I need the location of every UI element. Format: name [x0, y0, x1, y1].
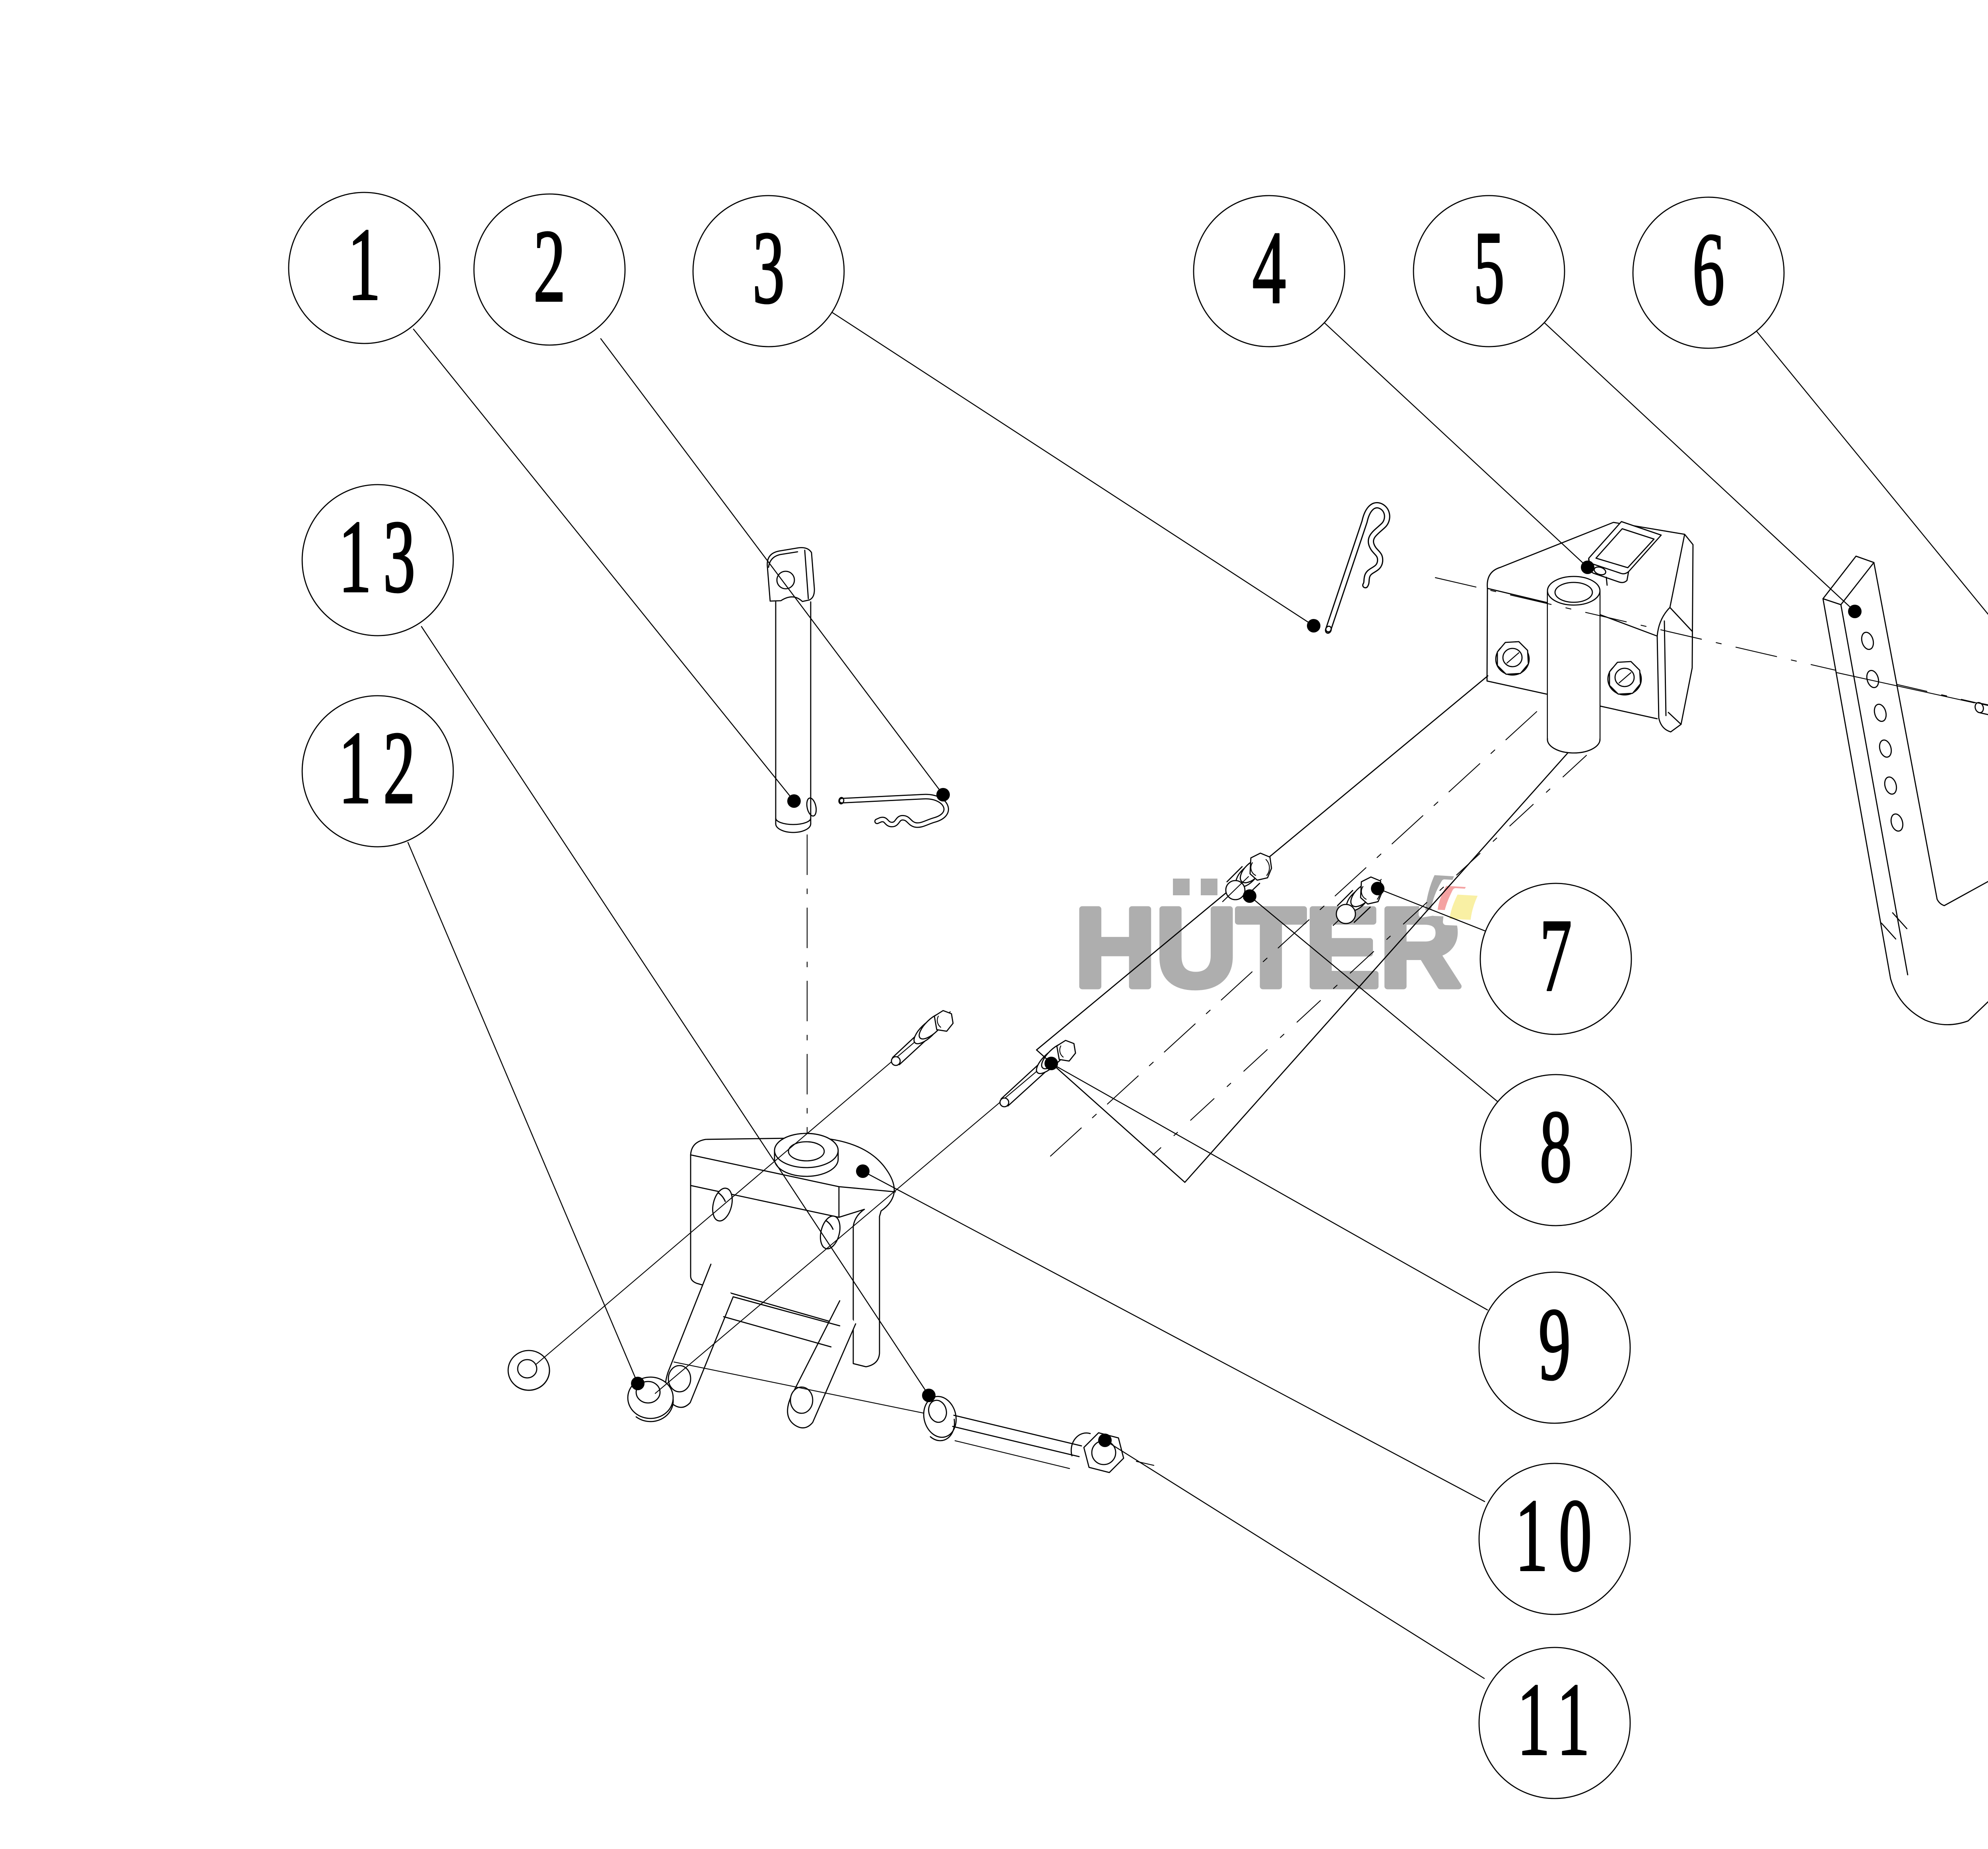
svg-text:8: 8: [1540, 1089, 1572, 1205]
svg-text:1: 1: [348, 207, 381, 322]
svg-text:2: 2: [533, 209, 565, 324]
svg-text:4: 4: [1252, 210, 1286, 325]
svg-text:1: 1: [1557, 1662, 1590, 1777]
svg-text:2: 2: [383, 710, 415, 826]
svg-text:3: 3: [752, 210, 784, 326]
svg-text:7: 7: [1540, 898, 1572, 1013]
svg-text:HUTER: HUTER: [1075, 885, 1461, 1010]
svg-text:1: 1: [1515, 1478, 1548, 1593]
svg-text:1: 1: [1517, 1662, 1550, 1777]
svg-text:1: 1: [338, 710, 372, 826]
svg-text:0: 0: [1559, 1478, 1592, 1593]
svg-text:1: 1: [338, 499, 372, 615]
svg-text:5: 5: [1474, 210, 1505, 325]
svg-text:3: 3: [383, 499, 415, 615]
svg-text:9: 9: [1538, 1287, 1571, 1402]
svg-text:6: 6: [1692, 212, 1724, 327]
